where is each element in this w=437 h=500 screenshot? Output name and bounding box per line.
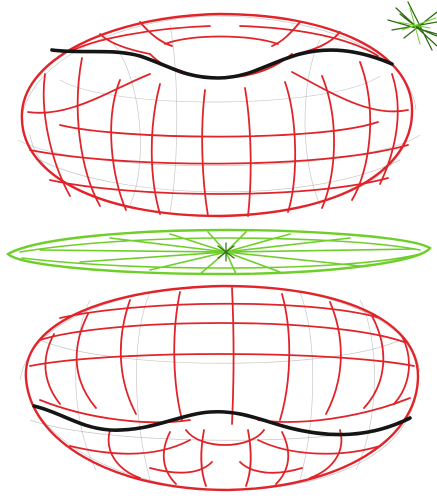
lower-latitude-lines xyxy=(30,304,414,473)
star-scribble-icon xyxy=(388,2,437,50)
upper-torus-shell xyxy=(18,14,420,216)
flat-disc xyxy=(8,230,430,274)
lower-profile-curve xyxy=(34,406,410,435)
upper-profile-curve xyxy=(52,50,392,78)
lower-meridian-lines xyxy=(45,288,409,486)
lower-outline xyxy=(26,286,418,490)
lower-torus-shell xyxy=(20,286,420,490)
